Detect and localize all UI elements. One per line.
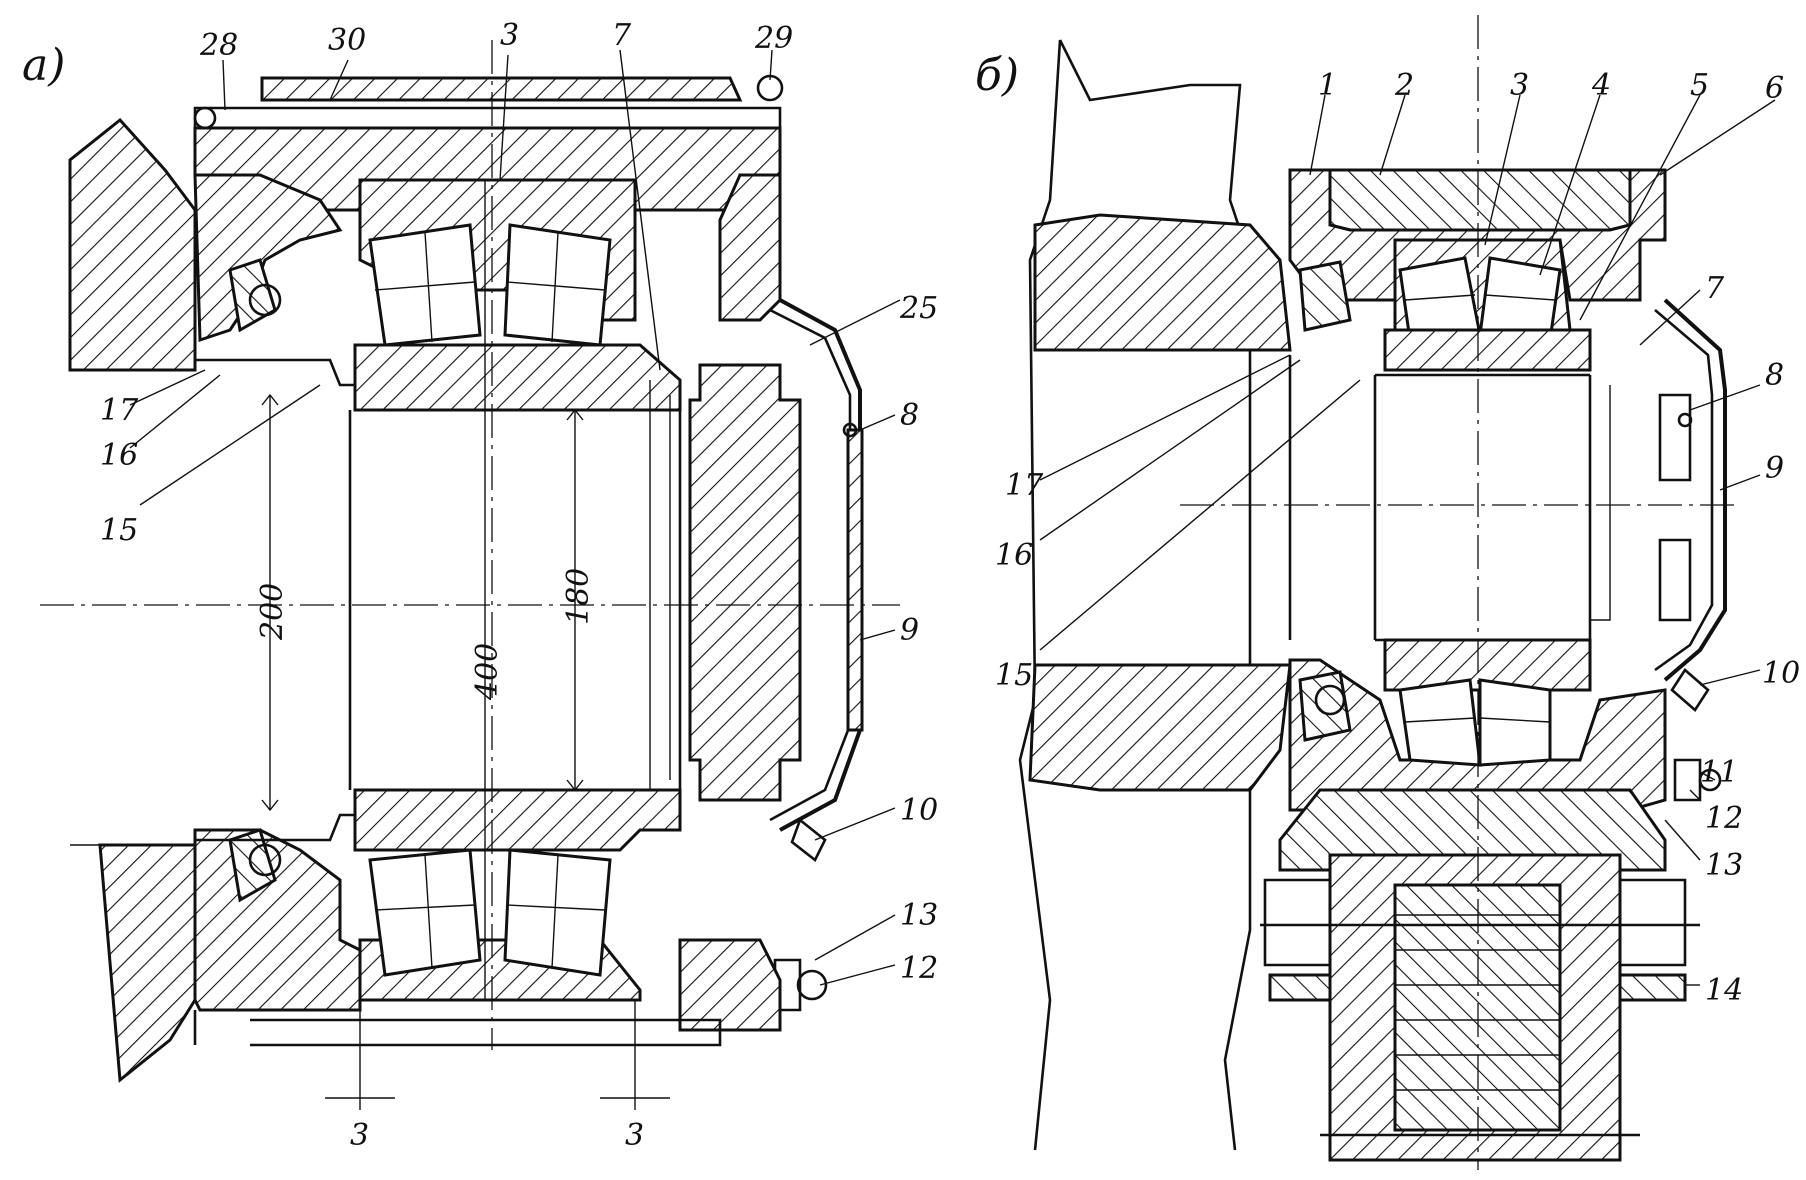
callout-a-25: 25 xyxy=(899,291,938,326)
callout-a-8: 8 xyxy=(900,398,919,433)
axle-body-a xyxy=(68,117,197,372)
end-cap-7-a xyxy=(688,363,802,802)
callout-b-15: 15 xyxy=(995,658,1033,693)
view-a-tag: a) xyxy=(22,40,65,91)
side-frame-b xyxy=(1018,39,1252,1151)
callout-b-13: 13 xyxy=(1705,848,1743,883)
cover-9-b xyxy=(1663,298,1727,682)
callout-a-10: 10 xyxy=(900,793,938,828)
lower-rollers-b xyxy=(1398,678,1552,767)
view-a-dimensions: 200 400 180 3 3 xyxy=(255,568,644,1153)
callout-a-17: 17 xyxy=(100,393,139,428)
callout-a-12: 12 xyxy=(900,951,938,986)
callout-b-17: 17 xyxy=(1005,468,1044,503)
dimension-gap-left: 3 xyxy=(350,1118,369,1153)
callout-b-9: 9 xyxy=(1765,451,1784,486)
callout-b-2: 2 xyxy=(1394,68,1414,103)
callout-b-3: 3 xyxy=(1510,68,1529,103)
cover-bar-30 xyxy=(260,76,743,102)
plate-13-b xyxy=(1278,788,1667,872)
dimension-gap-right: 3 xyxy=(625,1118,644,1153)
view-b xyxy=(1018,15,1776,1170)
inner-race-upper-a xyxy=(353,343,682,412)
dimension-400: 400 xyxy=(470,643,505,701)
callout-b-12: 12 xyxy=(1705,801,1743,836)
callout-b-7: 7 xyxy=(1705,271,1725,306)
top-cap-2-b xyxy=(1328,168,1632,232)
view-b-tag: б) xyxy=(975,50,1019,101)
view-b-callouts: 1 2 3 4 5 6 7 8 9 10 11 12 13 14 17 16 1… xyxy=(995,68,1800,1008)
callout-b-10: 10 xyxy=(1762,656,1800,691)
axle-upper-b xyxy=(1033,213,1292,352)
callout-b-5: 5 xyxy=(1690,68,1709,103)
callout-b-8: 8 xyxy=(1765,358,1784,393)
callout-a-28: 28 xyxy=(199,28,238,63)
view-a-callouts: 28 30 3 7 29 25 8 9 10 13 12 17 16 15 xyxy=(100,18,938,986)
callout-a-9: 9 xyxy=(900,613,919,648)
dimension-180: 180 xyxy=(561,568,596,625)
callout-a-7: 7 xyxy=(612,18,632,53)
callout-a-29: 29 xyxy=(754,21,793,56)
callout-b-6: 6 xyxy=(1765,71,1784,106)
callout-b-14: 14 xyxy=(1705,973,1743,1008)
callout-b-1: 1 xyxy=(1318,68,1337,103)
callout-a-16: 16 xyxy=(100,438,138,473)
housing-bottom-a xyxy=(193,828,362,1012)
callout-b-4: 4 xyxy=(1591,68,1611,103)
callout-b-11: 11 xyxy=(1700,755,1738,790)
axle-body-a-lower xyxy=(98,843,197,1083)
axle-lower-b xyxy=(1028,663,1292,792)
callout-a-15: 15 xyxy=(100,513,138,548)
dimension-200: 200 xyxy=(255,583,290,641)
callout-b-16: 16 xyxy=(995,538,1033,573)
view-a xyxy=(40,40,901,1110)
inner-race-lower-a xyxy=(353,788,682,852)
callout-a-30: 30 xyxy=(328,23,366,58)
callout-a-13: 13 xyxy=(900,898,938,933)
callout-a-3: 3 xyxy=(500,18,519,53)
lower-rollers-a xyxy=(368,848,612,977)
